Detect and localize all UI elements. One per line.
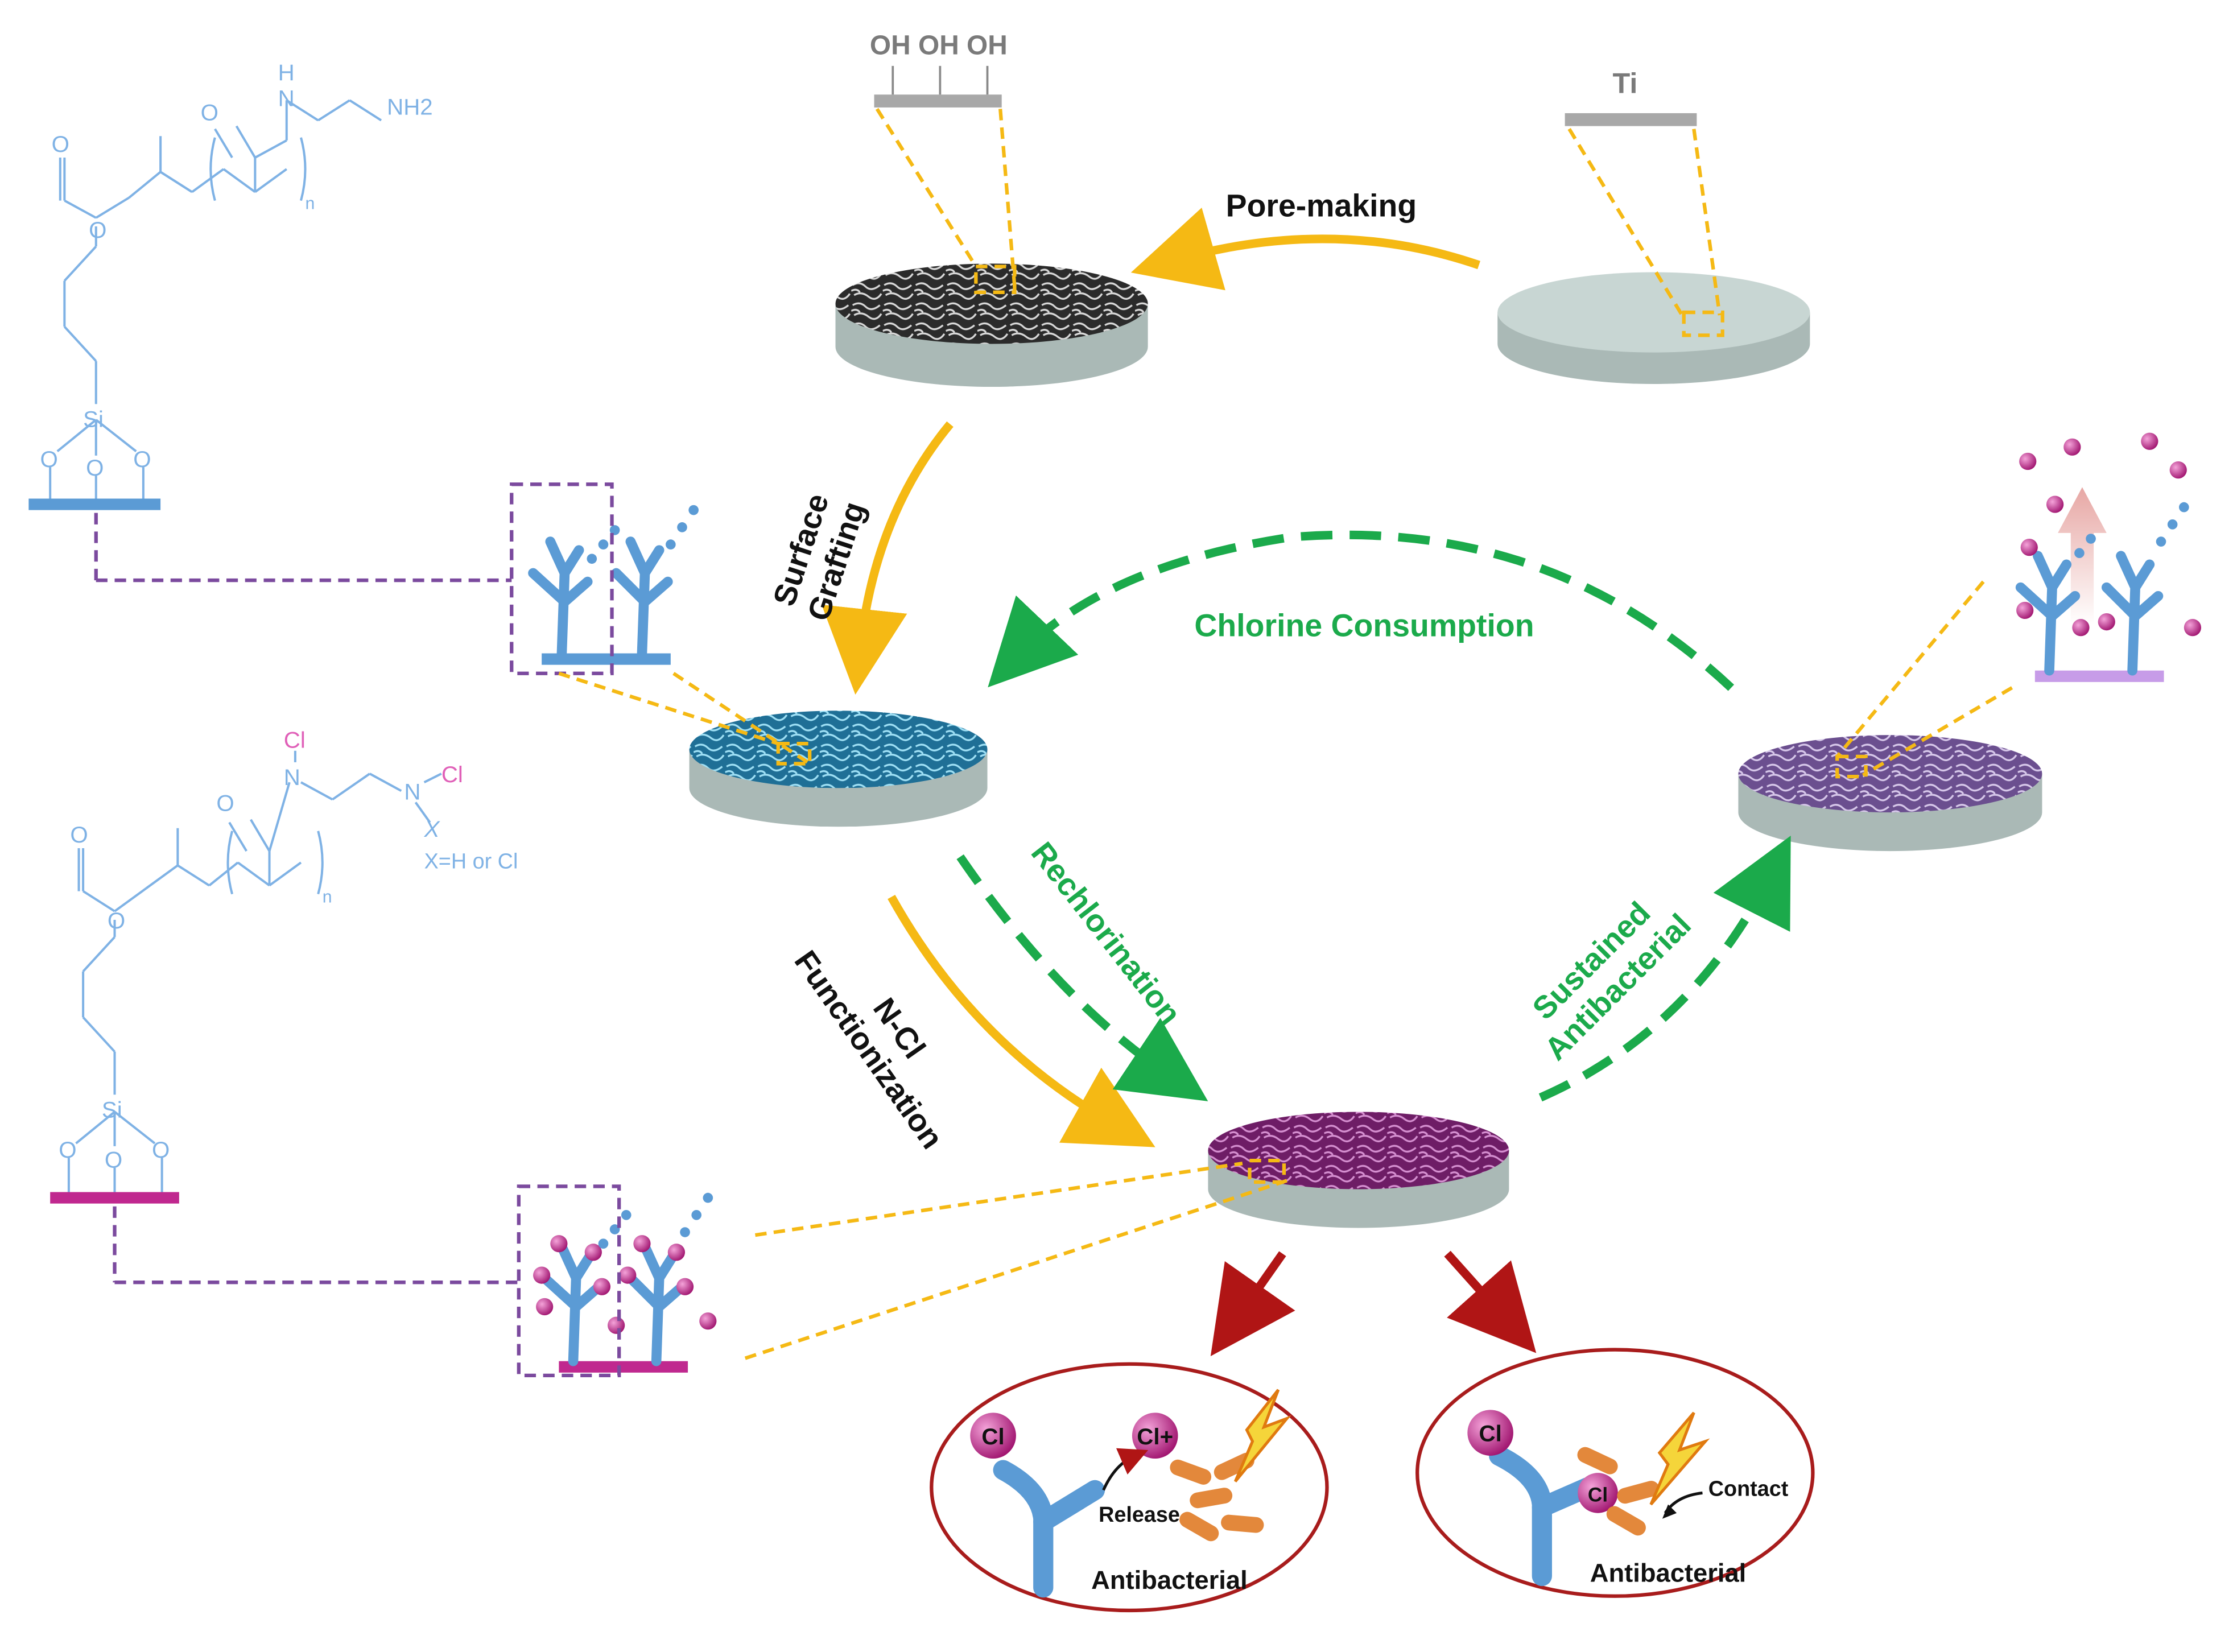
functionization-label: Functionization [788,944,951,1155]
oh-surface-bar [874,65,1002,108]
rechlorination-label: Rechlorination [1025,836,1188,1031]
rechlorination-arrow [956,854,1208,1101]
svg-text:N: N [278,85,295,111]
porous-disk [835,263,1148,387]
si-o3-label: O [133,447,151,472]
grafted-polymer-detail [510,482,699,675]
top-structure-connector [94,513,512,583]
bottom-structure-connector [113,1206,519,1285]
contact-mechanism-arrow [1444,1250,1537,1353]
release-label: Release [1099,1503,1180,1527]
chlorine-consumption-label: Chlorine Consumption [1194,608,1534,643]
si-label-bottom: Si [102,1097,122,1123]
grafted-disk [689,711,988,827]
oh-groups-label: OH OH OH [870,31,1008,61]
consumed-zoom-lines [1835,580,2013,779]
surface-grafting-arrow [822,421,954,695]
x-label: X [424,816,441,842]
cl-right-mid-label: Cl [1588,1484,1608,1506]
nitrogen-atoms: N N [284,765,421,804]
amine-polymer-structure [28,99,382,510]
si-o1-label-bottom: O [59,1137,76,1163]
pore-making-arrow [1130,207,1480,291]
si-o1-label: O [40,447,58,472]
grafted-zoom-lines [558,671,812,766]
x-definition-label: X=H or Cl [424,849,518,873]
ti-zoom-lines [1567,128,1724,337]
ti-disk [1497,272,1810,384]
amide-o-label-bottom: O [216,791,234,816]
porous-zoom-lines [875,108,1017,294]
chlorine-consumption-arrow [988,530,1734,691]
ti-label: Ti [1613,67,1638,100]
svg-text:N: N [284,765,300,790]
ester-o1-label: O [52,131,69,157]
chlorinated-disk [1208,1112,1509,1228]
amide-cl-label: Cl [284,728,306,753]
consumed-polymer-detail [2015,432,2202,682]
si-o3-label-bottom: O [152,1137,170,1163]
antibacterial-right-label: Antibacterial [1590,1559,1747,1588]
si-label: Si [83,407,104,432]
contact-mechanism-panel [1415,1348,1815,1598]
cl-right-top-label: Cl [1479,1421,1501,1447]
cl-plus-label: Cl+ [1137,1424,1173,1449]
release-mechanism-arrow [1210,1251,1295,1357]
ester-o2-label: O [89,217,106,243]
cl-left-label: Cl [981,1424,1004,1449]
consumed-disk [1738,735,2042,852]
nitrogen-atom-top: N [278,85,295,111]
amide-h-label: H [278,60,295,85]
si-o2-label: O [86,455,104,481]
contact-label: Contact [1708,1477,1789,1501]
release-mechanism-panel [930,1362,1329,1613]
ester-o1-label-bottom: O [70,822,88,848]
ti-surface-bar [1565,113,1697,126]
nchlorine-polymer-structure [50,750,442,1204]
repeat-n-label: n [306,195,315,213]
amide-o-label: O [201,100,218,126]
pore-making-label: Pore-making [1226,188,1417,223]
ncl-functionization-arrow [888,894,1155,1147]
svg-text:N: N [404,779,420,804]
nh2-label: NH2 [387,94,433,119]
sustained-antibacterial-arrow [1538,836,1791,1102]
ester-o2-label-bottom: O [108,908,125,934]
chlorinated-polymer-detail [517,1184,717,1378]
chlorinated-zoom-lines [744,1158,1287,1360]
si-o2-label-bottom: O [105,1147,122,1173]
repeat-n-label-bottom: n [323,888,332,907]
antibacterial-left-label: Antibacterial [1091,1566,1248,1595]
amine-cl-label: Cl [441,762,463,787]
